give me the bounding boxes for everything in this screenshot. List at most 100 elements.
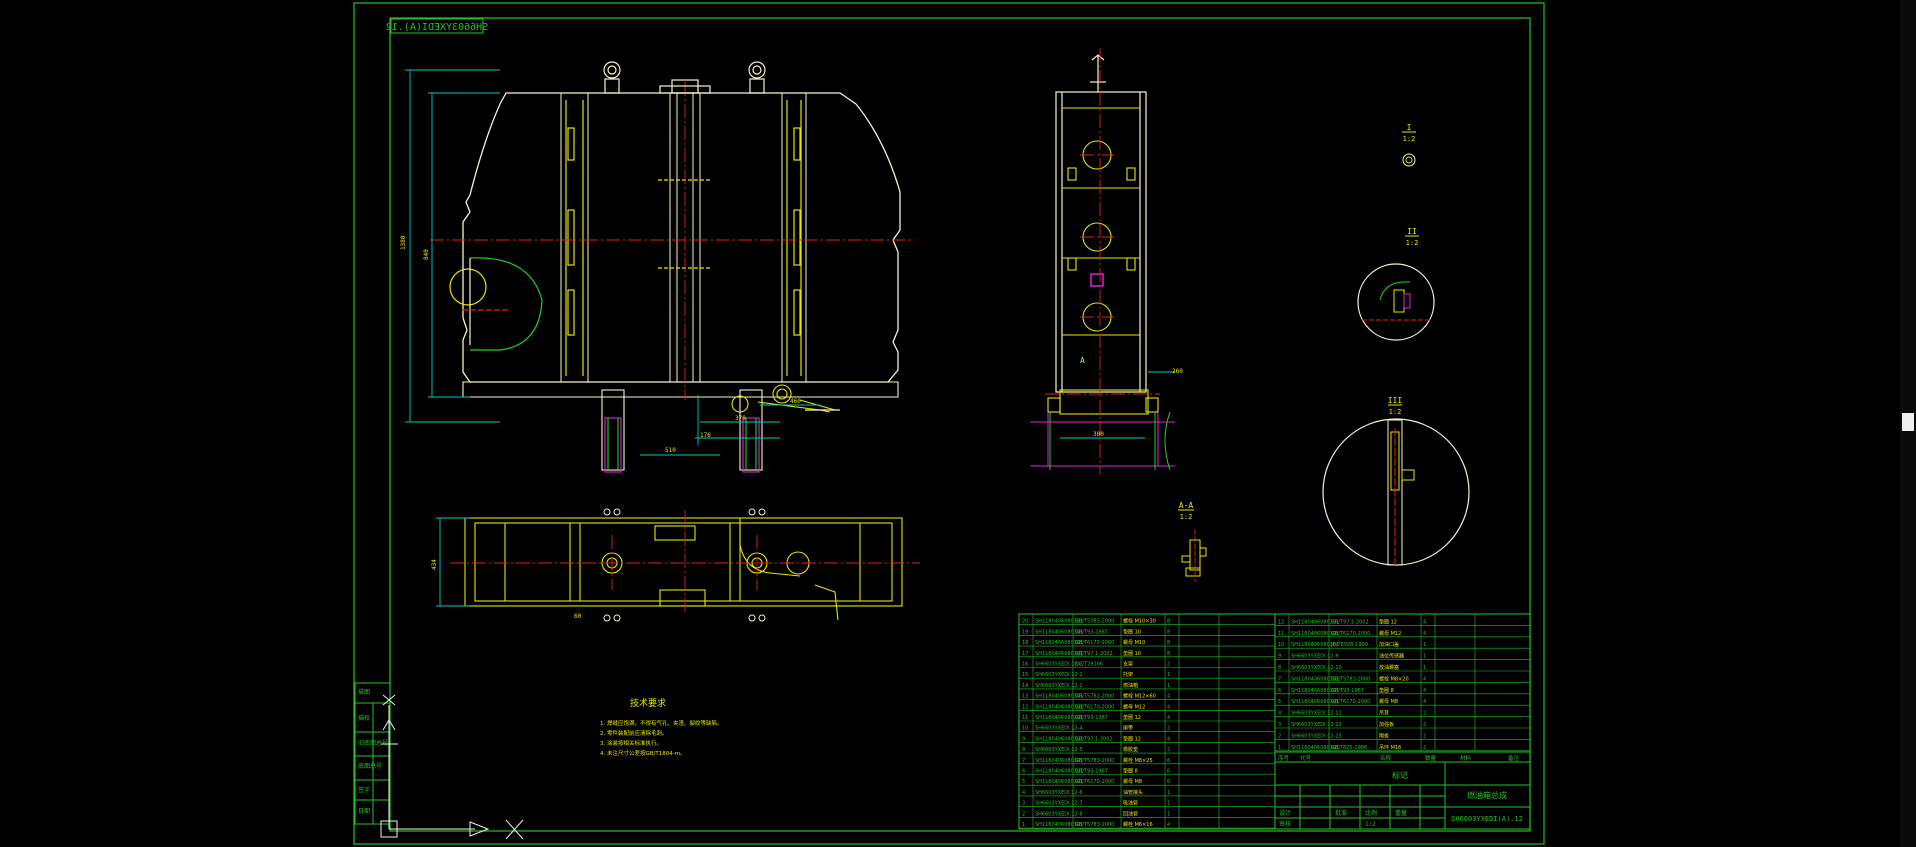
bom-left-cell-name: 回油管 [1123,810,1138,817]
side-dim-1: 300 [1093,431,1104,438]
bom-right-cell-no: 3 [1278,722,1281,728]
bom-left-cell-code: SH1180406080301 [1035,694,1083,700]
title-block [1274,761,1531,830]
bom-left-cell-name: 螺母 M10 [1123,639,1145,646]
bom-left-cell-qty: 6 [1167,758,1170,764]
plan-view: 434 60 [431,508,920,622]
bom-left-cell-no: 14 [1022,683,1028,689]
bom-right-cell-no: 5 [1278,699,1281,705]
bom-left-cell-name: 螺母 M12 [1123,703,1145,710]
bom-header-note: 备注 [1508,754,1520,762]
bom-left-cell-std: GB/T5783-2000 [1075,758,1114,764]
margin-label-4: 签字 [358,786,370,794]
title-block-number: SH6603YXEDI(A).12 [1451,815,1523,823]
bom-left-cell-no: 8 [1022,747,1025,753]
bom-left-cell-no: 4 [1022,790,1025,796]
bom-right-cell-no: 11 [1278,631,1284,637]
bom-left-cell-no: 15 [1022,672,1028,678]
bom-left-cell-code: SH1180406080301 [1035,715,1083,721]
detail-view-ii: II 1:2 [1357,227,1435,341]
bom-left-cell-no: 1 [1022,822,1025,828]
bom-right-cell-code: SH6603YXEDI.12-10 [1291,665,1342,671]
bom-right-cell-qty: 2 [1423,711,1426,717]
bom-left-cell-std: QC/T29106 [1075,662,1103,668]
bom-left-cell-qty: 8 [1167,619,1170,625]
bom-left-cell-no: 19 [1022,629,1028,635]
bom-left-cell-qty: 6 [1167,779,1170,785]
bom-left-cell-no: 16 [1022,662,1028,668]
bom-right-cell-no: 1 [1278,745,1281,751]
bom-right-cell-code: SH6603YXEDI.12-13 [1291,733,1342,739]
title-block-mark: 标记 [1392,770,1408,780]
detail-i-label: I [1407,123,1412,132]
bom-left-cell-code: SH1180406080301 [1035,769,1083,775]
section-aa-scale: 1:2 [1180,513,1193,521]
detail-view-iii: III 1:2 [1322,396,1470,566]
plan-dim-small: 60 [574,613,582,620]
margin-label-3: 底图总号 [358,762,382,770]
bom-right-cell-qty: 2 [1423,745,1426,751]
front-view-dimensions [405,69,820,456]
bom-left-cell-std: GB/T6170-2000 [1075,779,1114,785]
bom-left-cell-code: SH1180406080301 [1035,619,1083,625]
bom-left-cell-std: GB/T97.1-2002 [1075,651,1113,657]
bom-left-cell-code: SH1180406080301 [1035,736,1083,742]
detail-iii-label: III [1388,396,1403,405]
bom-left-cell-std: GB/T93-1987 [1075,629,1108,635]
bom-left-cell-name: 支架 [1123,661,1133,668]
detail-i-scale: 1:2 [1403,135,1416,143]
bom-right-cell-qty: 4 [1423,688,1426,694]
bom-left-cell-qty: 4 [1167,694,1170,700]
vertical-scrollbar-thumb[interactable] [1902,413,1914,431]
bom-left-cell-std: GB/T5783-2000 [1075,822,1114,828]
bom-left-cell-no: 7 [1022,758,1025,764]
detail-ii-label: II [1407,227,1417,236]
title-block-name: 燃油箱总成 [1467,790,1507,800]
bom-right-cell-name: 加强板 [1379,721,1394,728]
bom-right-cell-name: 螺母 M12 [1379,630,1401,637]
bom-right-cell-name: 螺栓 M8×20 [1379,675,1409,682]
bom-right-cell-name: 隔板 [1379,732,1389,739]
bom-left-cell-code: SH6603YXEDI.12-8 [1035,811,1083,817]
bom-right-cell-qty: 1 [1423,642,1426,648]
drawing-number-stamp: SH6603YXEDI(A).12 [386,18,488,34]
bom-left-cell-std: GB/T93-1987 [1075,769,1108,775]
bom-left-cell-qty: 1 [1167,801,1170,807]
bom-left-cell-std: GB/T6170-2000 [1075,704,1114,710]
bom-right-cell-name: 垫圈 12 [1379,618,1397,625]
bom-header-qty: 数量 [1425,754,1437,762]
bom-left-cell-code: SH6603YXEDI.12-2 [1035,672,1083,678]
bom-left-cell-name: 垫圈 10 [1123,650,1141,657]
bom-right-cell-name: 油位传感器 [1379,653,1404,660]
bom-header-code: 代号 [1300,754,1312,762]
bom-left-cell-std: GB/T5783-2000 [1075,619,1114,625]
bom-left-cell-code: SH1180406080301 [1035,704,1083,710]
bom-left-cell-qty: 1 [1167,672,1170,678]
bom-right-header: 序号 代号 名称 数量 材料 备注 [1275,751,1530,762]
note-line-1: 1. 焊缝应饱满，不得有气孔、夹渣、裂纹等缺陷。 [600,719,723,727]
bom-left-cell-qty: 8 [1167,640,1170,646]
bom-left-cell-name: 垫圈 8 [1123,768,1138,775]
bom-left-cell-name: 垫圈 10 [1123,628,1141,635]
bom-right-cell-code: SH1180406080301 [1291,699,1339,705]
bom-left-cell-code: SH1180406080301 [1035,629,1083,635]
bom-left-cell-code: SH1180406080301 [1035,651,1083,657]
bom-left-cell-name: 托架 [1123,671,1133,678]
bom-left-cell-code: SH1180406080301 [1035,758,1083,764]
bom-right-cell-no: 12 [1278,619,1284,625]
bom-right-cell-code: SH6603YXEDI.12-11 [1291,711,1342,717]
bom-left-cell-no: 18 [1022,640,1028,646]
bom-left-cell-name: 燃油箱 [1123,682,1138,689]
bom-left-cell-qty: 4 [1167,715,1170,721]
bom-left-cell-name: 螺栓 M12×60 [1123,693,1156,700]
section-view-aa: A-A 1:2 [1178,501,1207,582]
bom-left-cell-no: 9 [1022,736,1025,742]
ucs-icon [380,694,524,840]
bom-left-cell-no: 13 [1022,694,1028,700]
technical-notes: 技术要求 1. 焊缝应饱满，不得有气孔、夹渣、裂纹等缺陷。 2. 零件装配前应清… [600,697,723,757]
bom-right-cell-code: SH1180406080301 [1291,631,1339,637]
